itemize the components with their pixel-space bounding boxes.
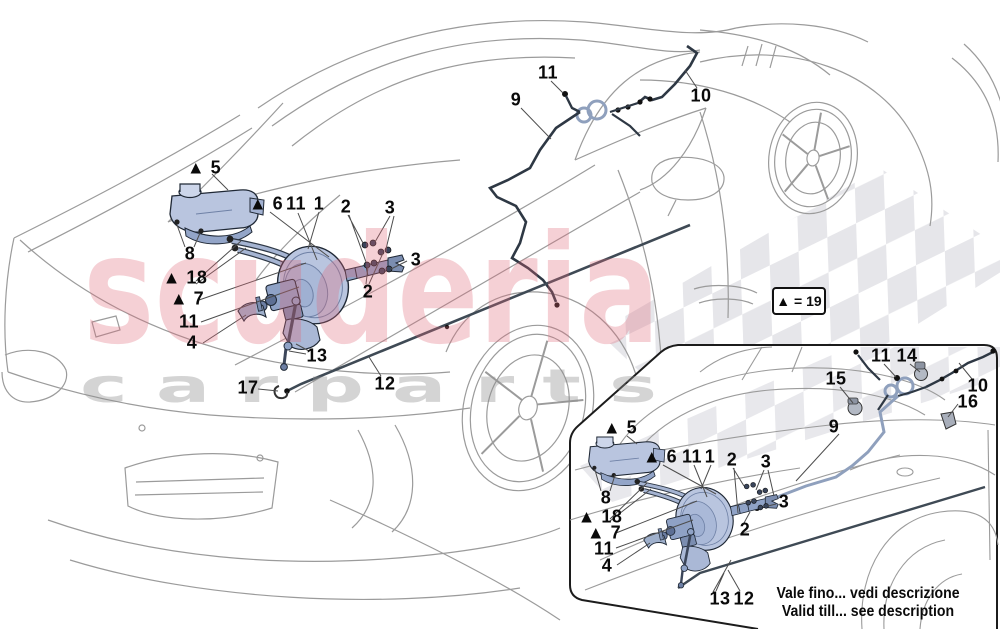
pump-14	[914, 361, 928, 381]
callout-6: ▲ 6	[248, 193, 284, 214]
callout-2a: 2	[340, 196, 352, 217]
callout-1: 1	[313, 193, 325, 214]
inset-callout-4: 4	[601, 555, 613, 576]
inset-callout-7: ▲ 7	[586, 522, 622, 543]
callout-12: 12	[374, 373, 396, 394]
callout-10: 10	[690, 85, 712, 106]
inset-box-fill	[570, 345, 997, 629]
inset-callout-6: ▲ 6	[642, 446, 678, 467]
callout-11a: 11	[285, 193, 307, 214]
leader-lines-main	[176, 69, 698, 392]
inset-callout-1: 1	[704, 446, 716, 467]
inset-callout-2b: 2	[739, 519, 751, 540]
inset-callout-15: 15	[825, 368, 847, 389]
legend-box: ▲ = 19	[772, 287, 826, 315]
brake-pipes-cowl	[487, 44, 699, 308]
callout-9: 9	[510, 89, 522, 110]
bracket-16	[940, 411, 957, 430]
validity-note: Vale fino... vedi descrizione Valid till…	[766, 585, 970, 620]
inset-callout-8: 8	[600, 487, 612, 508]
inset-callout-11b: 11	[593, 538, 615, 559]
callout-2b: 2	[362, 281, 374, 302]
callout-4: 4	[186, 332, 198, 353]
inset-callout-14: 14	[896, 345, 918, 366]
inset-callout-10: 10	[967, 375, 989, 396]
callout-13: 13	[306, 345, 328, 366]
callout-3b: 3	[410, 249, 422, 270]
inset-callout-13: 13	[709, 588, 731, 609]
callout-11c: 11	[537, 62, 559, 83]
long-brake-pipe	[273, 223, 691, 400]
inset-callout-3a: 3	[760, 451, 772, 472]
inset-car-drawing	[569, 346, 999, 629]
callout-5: ▲ 5	[186, 157, 222, 178]
callout-17: 17	[237, 377, 259, 398]
inset-pipes	[754, 348, 996, 511]
inset-callout-5: ▲ 5	[602, 417, 638, 438]
callout-7: ▲ 7	[169, 288, 205, 309]
callout-18: ▲ 18	[162, 267, 208, 288]
inset-callout-2a: 2	[726, 449, 738, 470]
legend-label: ▲ = 19	[776, 293, 822, 309]
inset-callout-16: 16	[957, 391, 979, 412]
inset-callout-18: ▲ 18	[577, 506, 623, 527]
validity-note-italian: Vale fino... vedi descrizione	[776, 585, 960, 602]
inset-long-brake-pipe	[677, 485, 986, 589]
inset-callout-11c: 11	[870, 345, 892, 366]
inset-callout-11a: 11	[681, 446, 703, 467]
validity-note-english: Valid till... see description	[781, 602, 955, 620]
callout-8: 8	[184, 243, 196, 264]
callout-11b: 11	[178, 311, 200, 332]
inset-callout-3b: 3	[778, 491, 790, 512]
inset-box-border	[569, 344, 998, 629]
rear-wheel	[767, 101, 859, 215]
inset-callout-12: 12	[733, 588, 755, 609]
callout-3a: 3	[384, 197, 396, 218]
leader-lines-inset	[594, 362, 973, 593]
inset-callout-9: 9	[828, 416, 840, 437]
